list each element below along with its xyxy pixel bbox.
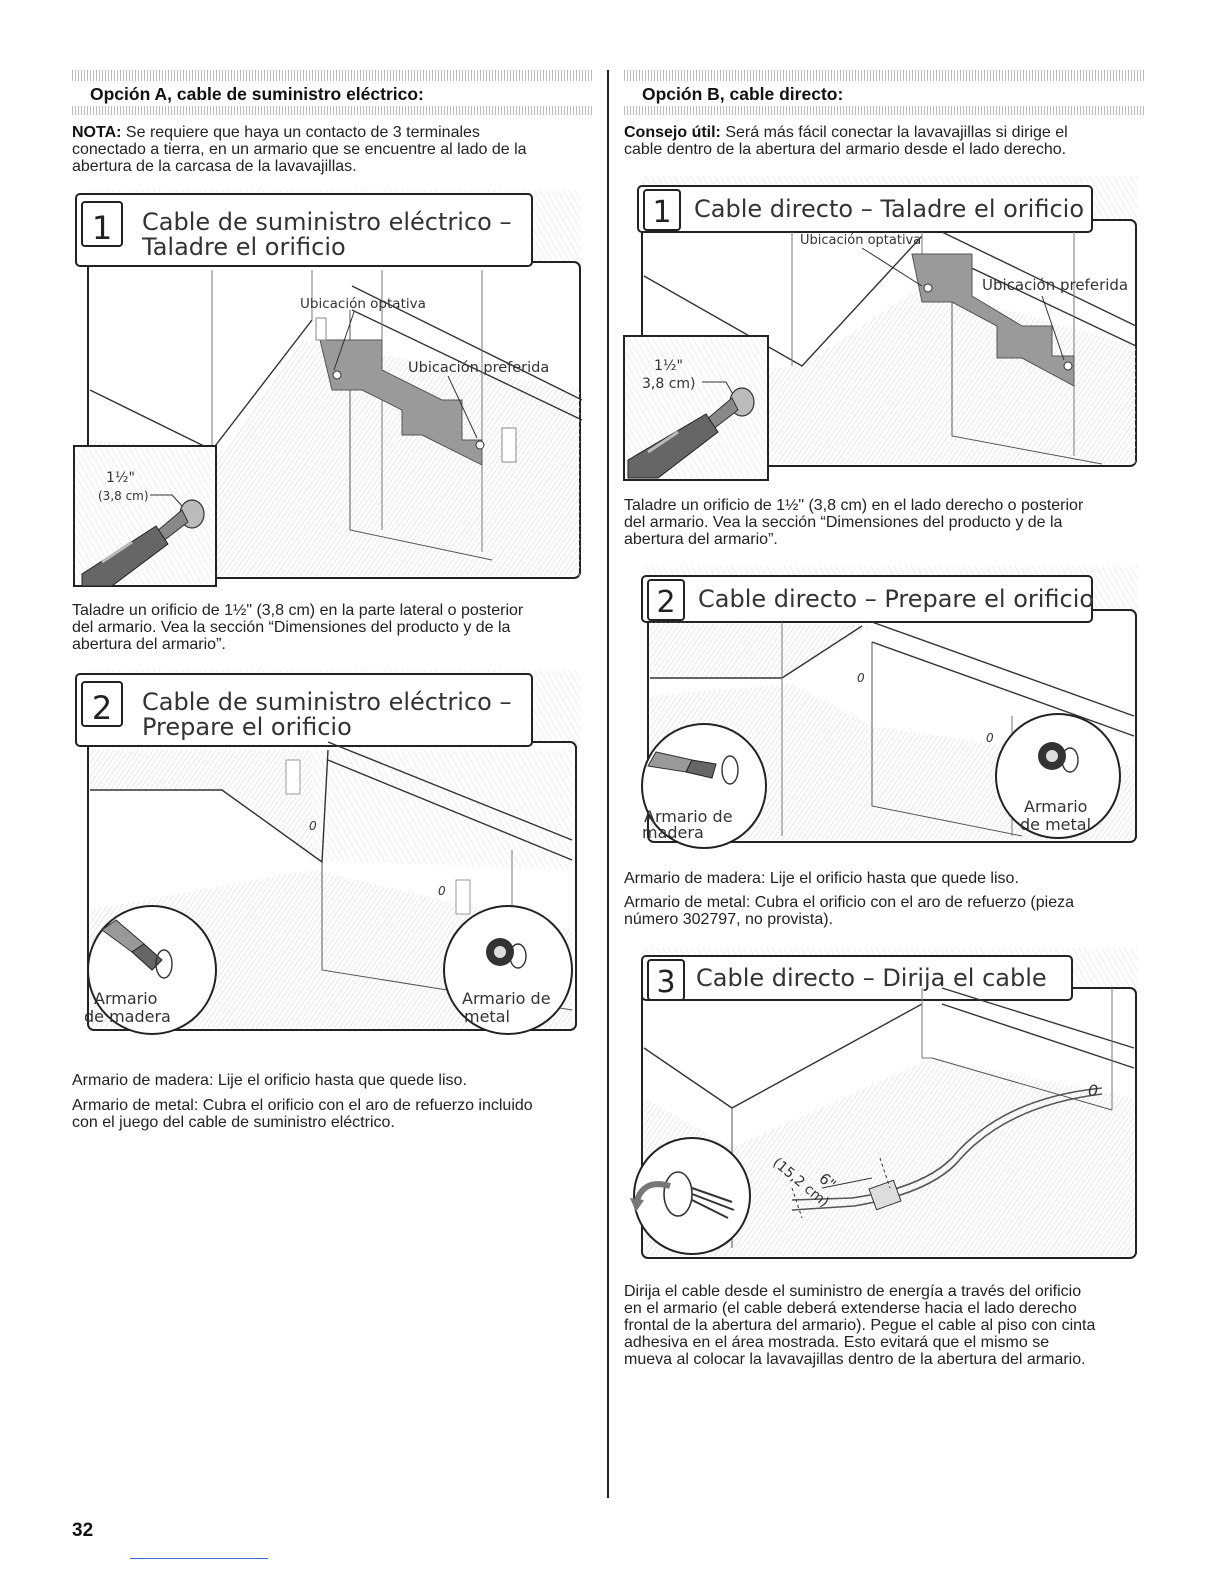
label-preferred-location: Ubicación preferida — [408, 360, 549, 376]
heading-rule-top — [624, 70, 1144, 81]
label-optional-location: Ubicación optativa — [300, 296, 426, 312]
caption-line-2: Armario de metal: Cubra el orificio con … — [72, 1097, 533, 1114]
step-title-line-2: Prepare el orificio — [142, 713, 352, 741]
step-number: 1 — [652, 195, 671, 230]
tip-line-2: cable dentro de la abertura del armario … — [624, 141, 1067, 158]
drill-size-cm: 3,8 cm) — [642, 376, 696, 392]
tip-line-1: Será más fácil conectar la lavavajillas … — [725, 124, 1068, 141]
step-number: 3 — [656, 965, 675, 1000]
caption-line-3: frontal de la abertura del armario). Peg… — [624, 1317, 1096, 1334]
wood-label-line-2: de madera — [84, 1007, 171, 1026]
caption-line-4: adhesiva en el área mostrada. Esto evita… — [624, 1334, 1050, 1351]
label-preferred-location: Ubicación preferida — [982, 276, 1128, 294]
option-a-heading: Opción A, cable de suministro eléctrico: — [90, 84, 424, 104]
metal-label-line-1: Armario de — [462, 989, 551, 1008]
caption-line-2: del armario. Vea la sección “Dimensiones… — [624, 514, 1063, 531]
footer-link-underline — [130, 1558, 268, 1559]
option-a-heading-bar: Opción A, cable de suministro eléctrico: — [72, 70, 592, 118]
caption-line-3: abertura del armario”. — [72, 636, 226, 653]
caption-line-2: en el armario (el cable deberá extenders… — [624, 1300, 1077, 1317]
option-b-tip: Consejo útil: Será más fácil conectar la… — [624, 124, 1144, 158]
caption-line-3: con el juego del cable de suministro elé… — [72, 1114, 395, 1131]
step-number: 2 — [92, 689, 112, 727]
option-a-column: Opción A, cable de suministro eléctrico:… — [72, 70, 592, 175]
option-a-step1-figure: 1 Cable de suministro eléctrico – Taladr… — [72, 190, 584, 590]
option-a-step2-figure: 2 Cable de suministro eléctrico – Prepar… — [72, 670, 584, 1040]
step-title-line-1: Cable de suministro eléctrico – — [142, 688, 511, 716]
step-title: Cable directo – Dirija el cable — [696, 964, 1047, 992]
caption-line-1: Armario de madera: Lije el orificio hast… — [72, 1072, 467, 1089]
svg-text:0: 0 — [438, 884, 446, 898]
heading-rule-bottom — [624, 106, 1144, 115]
option-b-heading: Opción B, cable directo: — [642, 84, 844, 104]
sanding-tool-icon — [647, 751, 739, 785]
wood-label-line-1: Armario — [94, 989, 157, 1008]
tip-label: Consejo útil: — [624, 124, 721, 141]
caption-line-1: Taladre un orificio de 1½" (3,8 cm) en e… — [624, 497, 1084, 514]
drill-size-cm: (3,8 cm) — [98, 489, 149, 503]
svg-text:0: 0 — [986, 731, 994, 745]
metal-label-line-1: Armario — [1024, 797, 1087, 816]
caption-line-2: Armario de metal: Cubra el orificio con … — [624, 894, 1074, 911]
svg-text:0: 0 — [309, 819, 317, 833]
option-b-step3-figure: 3 Cable directo – Dirija el cable 0 6" (… — [622, 948, 1142, 1262]
caption-line-5: mueva al colocar la lavavajillas dentro … — [624, 1351, 1086, 1368]
hole-saw-drill-icon — [627, 387, 755, 479]
note-line-2: conectado a tierra, en un armario que se… — [72, 141, 527, 158]
label-optional-location: Ubicación optativa — [800, 233, 921, 248]
option-b-step3-caption: Dirija el cable desde el suministro de e… — [624, 1283, 1144, 1368]
step-title: Cable directo – Prepare el orificio — [698, 585, 1094, 613]
metal-label-line-2: metal — [464, 1007, 510, 1026]
drill-size-inches: 1½" — [654, 358, 683, 374]
option-b-heading-bar: Opción B, cable directo: — [624, 70, 1144, 118]
grommet-icon — [1038, 742, 1079, 773]
option-a-step2-caption: Armario de madera: Lije el orificio hast… — [72, 1072, 592, 1131]
option-a-note: NOTA: Se requiere que haya un contacto d… — [72, 124, 592, 175]
caption-line-1: Dirija el cable desde el suministro de e… — [624, 1283, 1082, 1300]
caption-line-2: del armario. Vea la sección “Dimensiones… — [72, 619, 511, 636]
svg-text:0: 0 — [1088, 1081, 1098, 1100]
option-b-step1-caption: Taladre un orificio de 1½" (3,8 cm) en e… — [624, 497, 1144, 548]
step-title-line-2: Taladre el orificio — [141, 233, 346, 261]
note-line-1: Se requiere que haya un contacto de 3 te… — [125, 124, 480, 141]
hole-saw-drill-icon — [81, 499, 205, 587]
wood-label-line-2: madera — [642, 823, 704, 842]
option-b-step1-figure: 1 Cable directo – Taladre el orificio Ub… — [622, 176, 1142, 488]
caption-line-3: número 302797, no provista). — [624, 911, 834, 928]
step-title: Cable directo – Taladre el orificio — [694, 195, 1084, 223]
step-number: 1 — [92, 209, 112, 247]
option-b-step2-caption: Armario de madera: Lije el orificio hast… — [624, 870, 1144, 928]
heading-rule-top — [72, 70, 592, 81]
drill-size-inches: 1½" — [106, 470, 135, 486]
heading-rule-bottom — [72, 106, 592, 115]
step-number: 2 — [656, 585, 675, 620]
caption-line-1: Taladre un orificio de 1½" (3,8 cm) en l… — [72, 602, 524, 619]
wood-label-line-1: Armario de — [644, 807, 733, 826]
column-divider — [607, 70, 609, 1498]
option-b-step2-figure: 2 Cable directo – Prepare el orificio 0 … — [622, 566, 1142, 856]
grommet-icon — [486, 938, 527, 969]
caption-line-1: Armario de madera: Lije el orificio hast… — [624, 870, 1019, 887]
cable-through-hole-icon — [630, 1171, 735, 1219]
caption-line-3: abertura del armario”. — [624, 531, 778, 548]
option-b-column: Opción B, cable directo: Consejo útil: S… — [624, 70, 1144, 158]
note-line-3: abertura de la carcasa de la lavavajilla… — [72, 158, 357, 175]
page-number: 32 — [72, 1520, 94, 1541]
note-label: NOTA: — [72, 124, 122, 141]
sanding-tool-icon — [101, 919, 173, 979]
metal-label-line-2: de metal — [1020, 815, 1091, 834]
svg-text:0: 0 — [857, 671, 865, 685]
option-a-step1-caption: Taladre un orificio de 1½" (3,8 cm) en l… — [72, 602, 592, 653]
step-title-line-1: Cable de suministro eléctrico – — [142, 208, 511, 236]
